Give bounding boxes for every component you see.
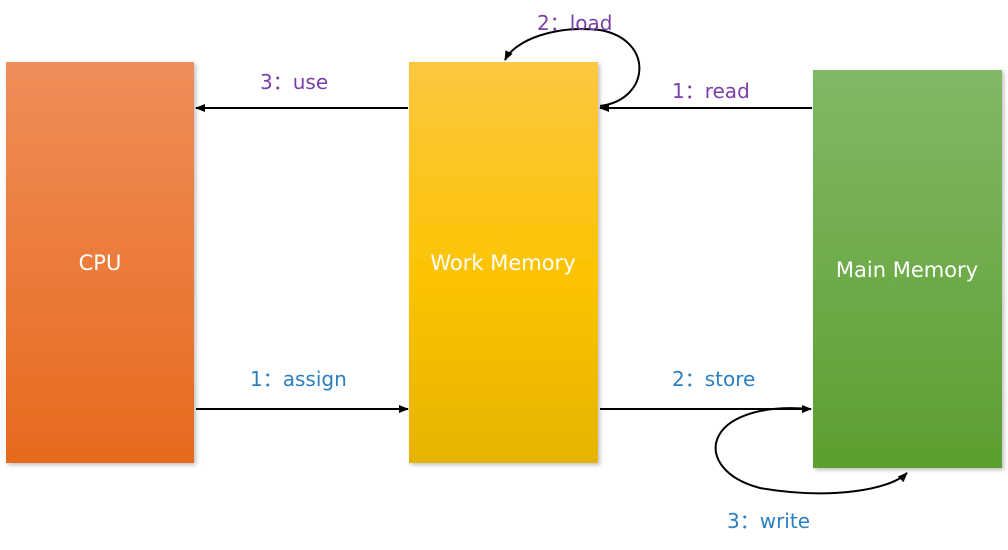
load-label: 2：load bbox=[537, 11, 612, 35]
read-label: 1：read bbox=[672, 79, 750, 103]
cpu-label: CPU bbox=[79, 251, 122, 275]
load-arrow bbox=[504, 28, 641, 107]
work-memory-box: Work Memory bbox=[409, 62, 598, 463]
main-memory-box: Main Memory bbox=[813, 70, 1002, 468]
assign-label: 1：assign bbox=[250, 367, 347, 391]
work-memory-label: Work Memory bbox=[430, 251, 575, 275]
use-label: 3：use bbox=[260, 70, 328, 94]
store-label: 2：store bbox=[672, 367, 755, 391]
write-arrow bbox=[714, 407, 908, 495]
main-memory-label: Main Memory bbox=[836, 258, 978, 282]
write-label: 3：write bbox=[727, 509, 810, 533]
cpu-box: CPU bbox=[6, 62, 194, 463]
